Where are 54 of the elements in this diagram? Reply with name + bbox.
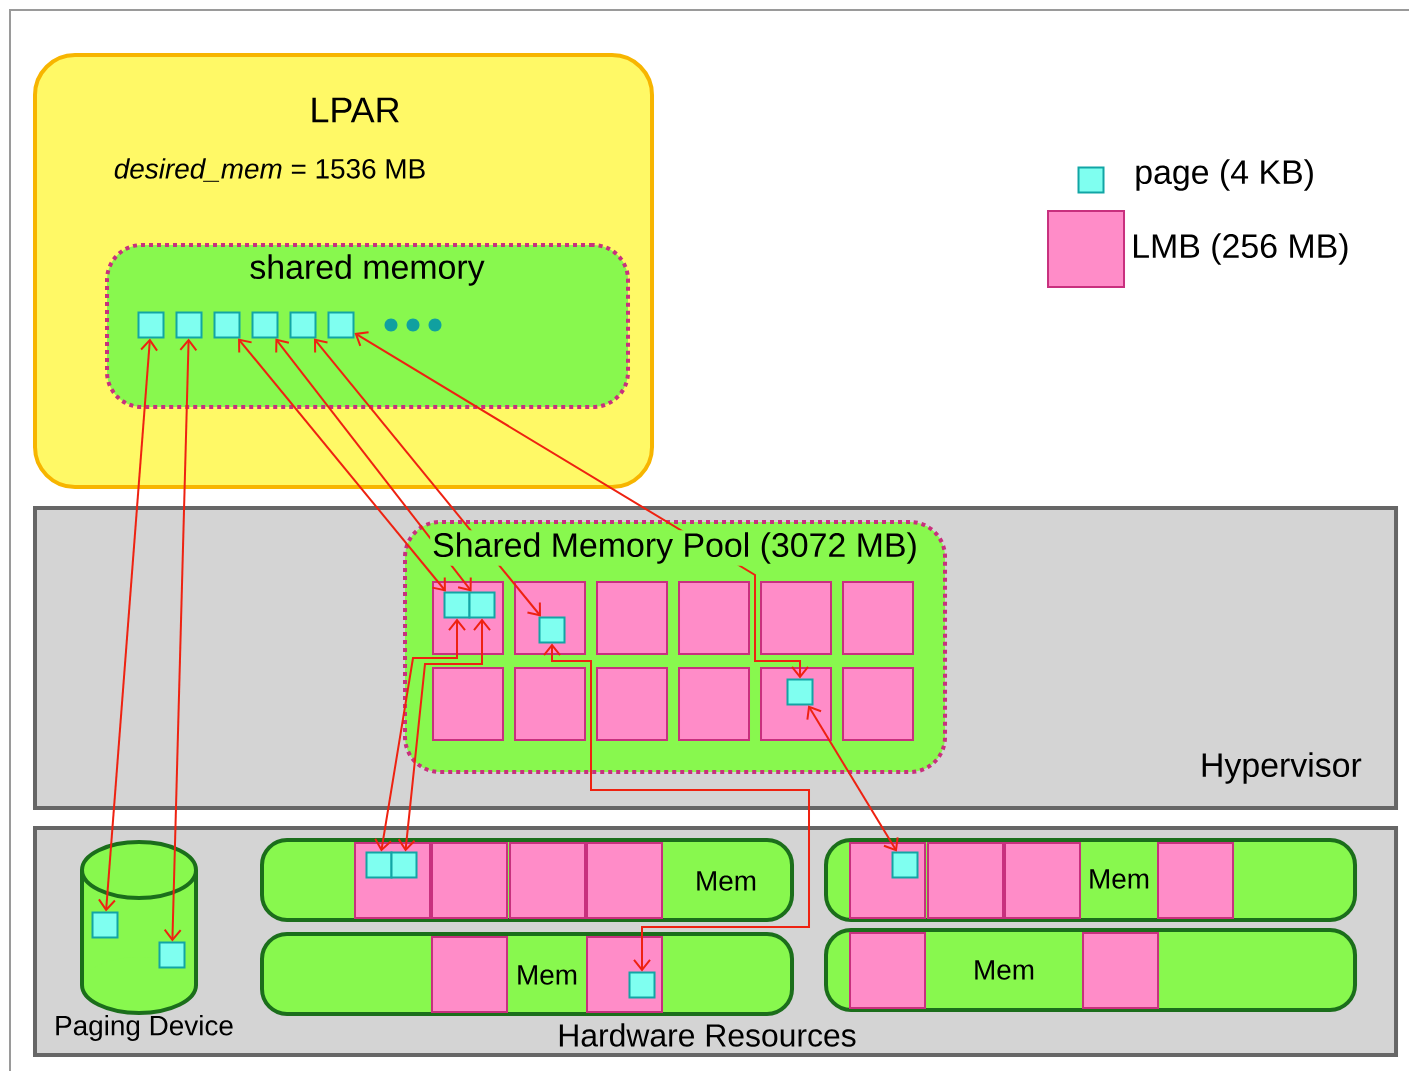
pool-title: Shared Memory Pool (3072 MB) (430, 530, 920, 566)
memory-block (596, 581, 668, 655)
page-square (137, 311, 165, 339)
memory-block (927, 842, 1004, 919)
memory-block (849, 932, 926, 1009)
page-square (538, 616, 566, 644)
module-label: Mem (975, 960, 1034, 980)
memory-block (842, 667, 914, 741)
page-square (213, 311, 241, 339)
memory-block (431, 936, 508, 1013)
arrow (275, 338, 472, 592)
page-square (251, 311, 279, 339)
arrow (374, 618, 466, 852)
module-label: Mem (697, 871, 756, 891)
legend-text: LMB (256 MB) (1134, 233, 1348, 265)
page-square (468, 591, 496, 619)
memory-block (586, 842, 663, 919)
memory-block (1082, 932, 1159, 1009)
page-square (175, 311, 203, 339)
page-square (289, 311, 317, 339)
module-label: Mem (1090, 869, 1149, 889)
memory-block (1157, 842, 1234, 919)
arrow (97, 338, 159, 912)
memory-block (1004, 842, 1081, 919)
memory-block (596, 667, 668, 741)
arrow (238, 338, 446, 592)
node-label: Paging Device (56, 1015, 233, 1042)
memory-region: shared memory (105, 243, 630, 409)
arrow (163, 338, 198, 942)
page-square (891, 851, 919, 879)
page-square (443, 591, 471, 619)
page-square (786, 678, 814, 706)
page-square (628, 971, 656, 999)
page-square (390, 851, 418, 879)
memory-block (760, 581, 832, 655)
memory-block (431, 842, 508, 919)
arrow (397, 618, 491, 852)
memory-block (678, 667, 750, 741)
arrow (354, 331, 809, 679)
arrow (543, 643, 810, 972)
arrow (313, 338, 541, 617)
module-label: Mem (518, 965, 577, 985)
memory-block (509, 842, 586, 919)
page-square (365, 851, 393, 879)
disk-drawing: Paging Device (56, 840, 233, 1041)
page-square (327, 311, 355, 339)
page-square (158, 941, 186, 969)
page-square (91, 911, 119, 939)
memory-block (842, 581, 914, 655)
memory-block (514, 667, 586, 741)
memory-block (678, 581, 750, 655)
memory-block (432, 667, 504, 741)
legend-text: page (4 KB) (1136, 159, 1313, 191)
arrow (806, 705, 899, 852)
